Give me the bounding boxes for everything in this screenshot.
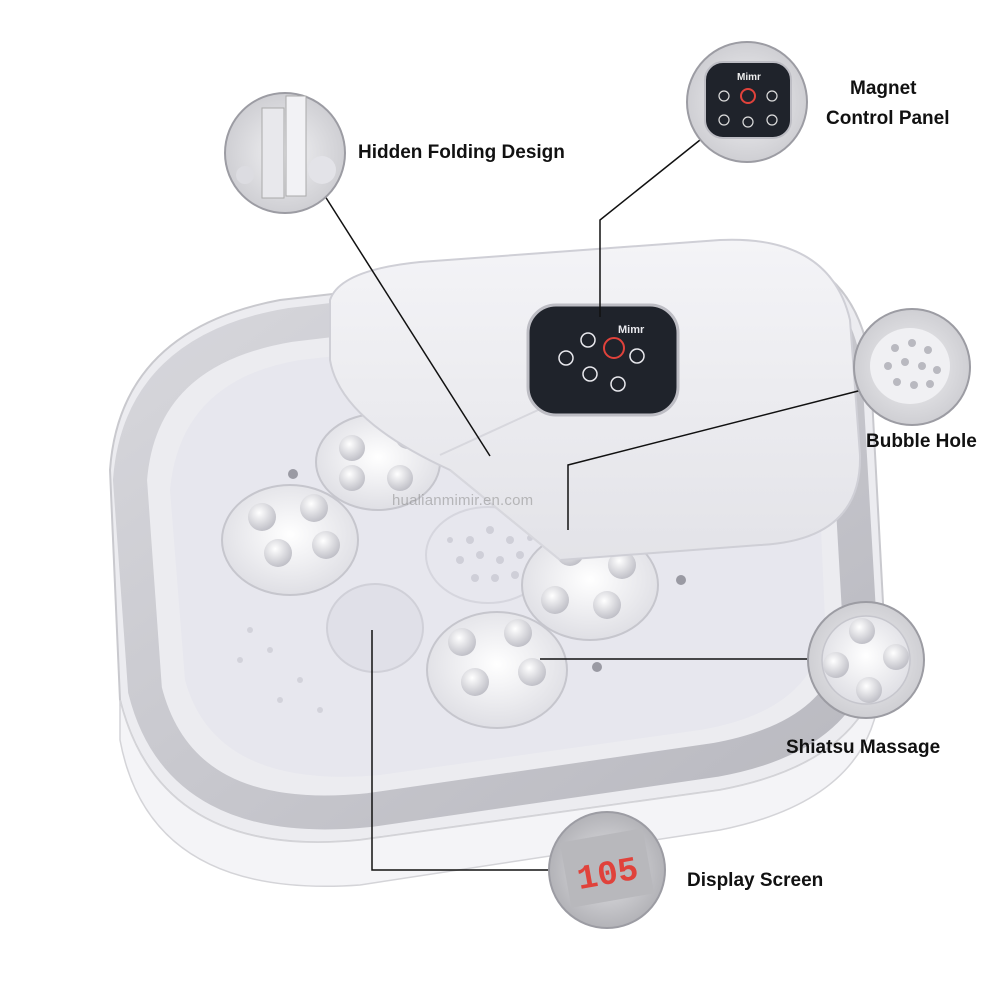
callout-panel-brand: Mimr	[737, 72, 761, 83]
label-display-screen: Display Screen	[687, 870, 824, 891]
roller-left	[221, 484, 359, 596]
callout-circle-bubble	[853, 308, 971, 426]
callout-circle-folding	[224, 92, 346, 214]
panel-brand: Mimr	[618, 324, 645, 336]
label-control-panel: Control Panel	[826, 108, 950, 129]
label-hidden-folding: Hidden Folding Design	[358, 142, 565, 163]
callout-circle-display: 105	[548, 811, 666, 929]
label-bubble-hole: Bubble Hole	[866, 431, 977, 452]
label-shiatsu-massage: Shiatsu Massage	[786, 737, 941, 758]
watermark-text: hualianmimir.en.com	[392, 492, 534, 509]
callout-circle-panel: Mimr	[686, 41, 808, 163]
callout-circle-shiatsu	[807, 601, 925, 719]
label-magnet: Magnet	[850, 78, 917, 99]
